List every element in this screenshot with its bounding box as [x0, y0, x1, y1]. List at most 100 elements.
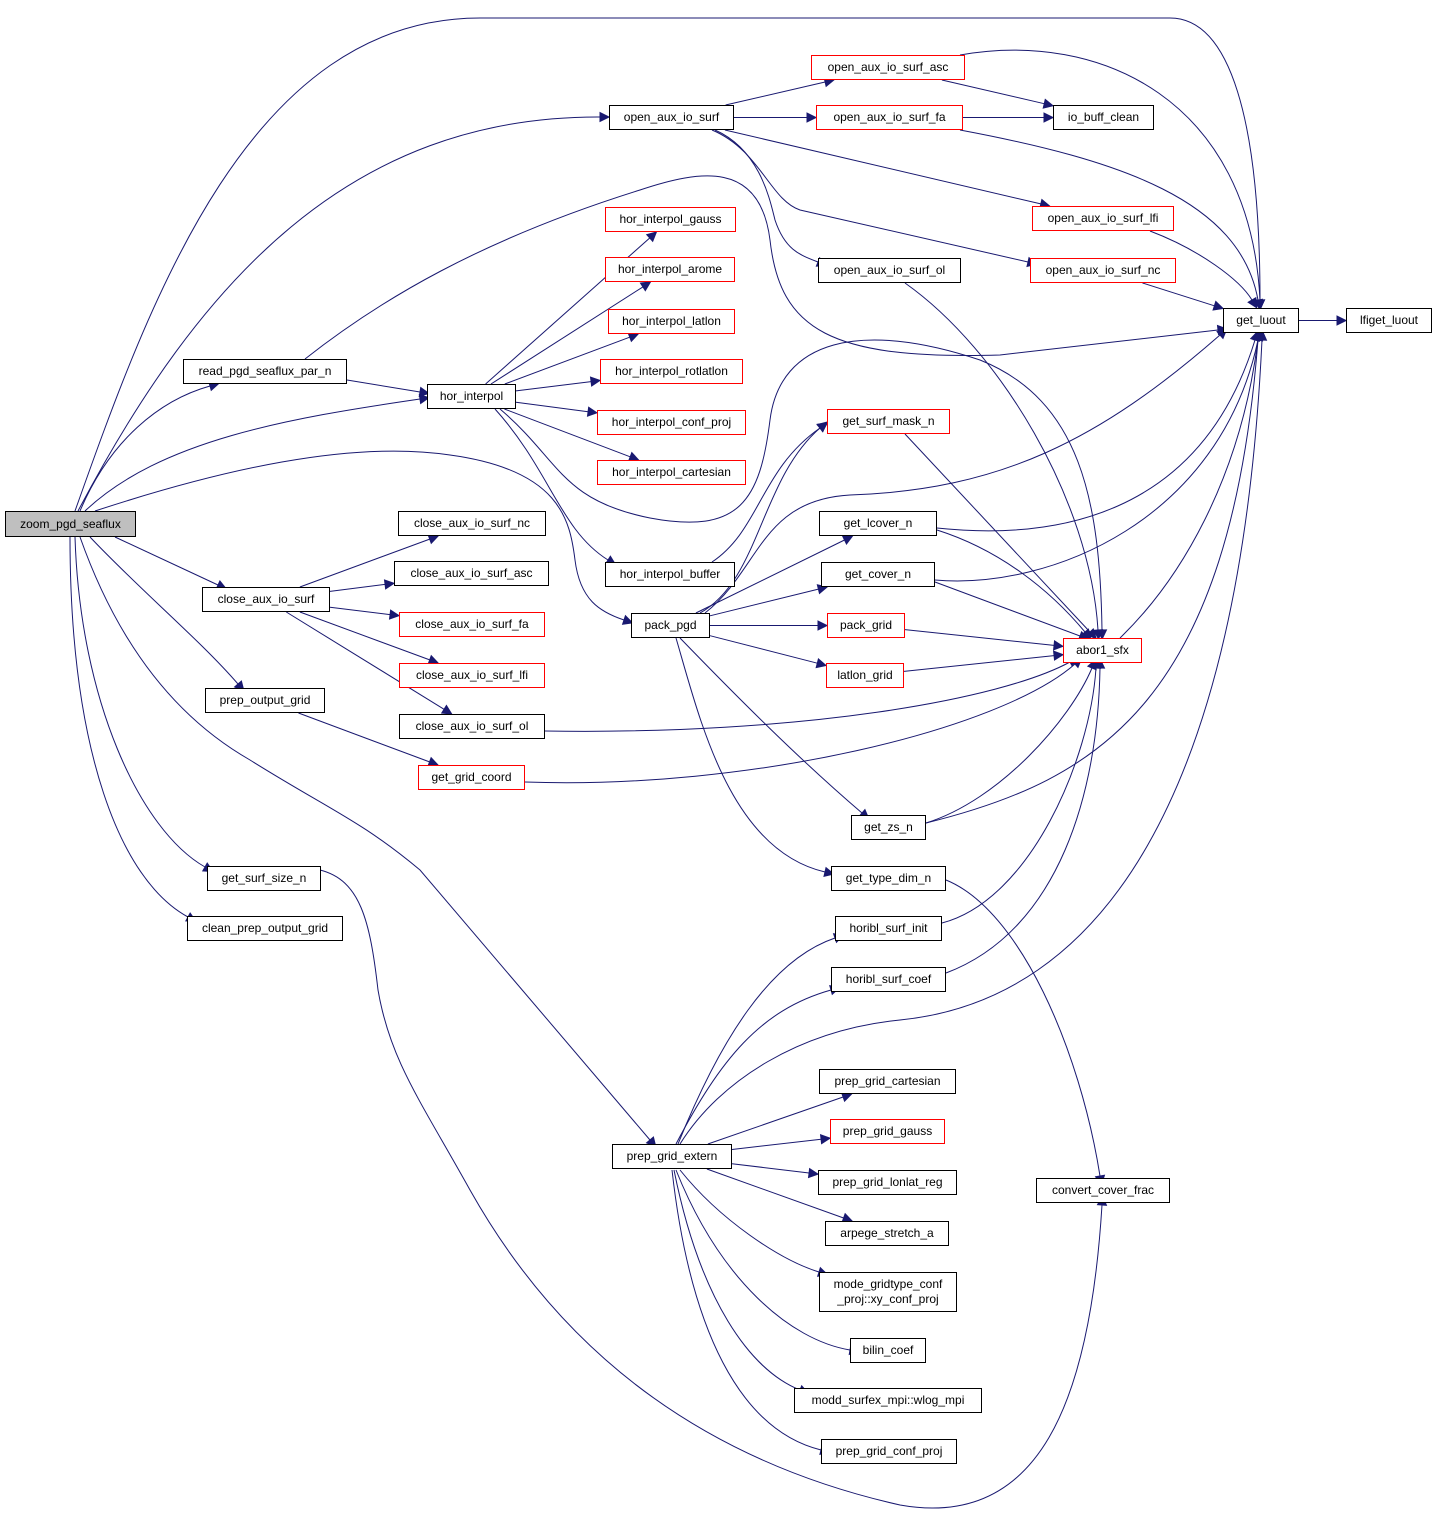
node-latlon-grid[interactable]: latlon_grid	[826, 663, 904, 688]
node-open-aux-io-surf-nc[interactable]: open_aux_io_surf_nc	[1030, 258, 1176, 283]
edge-hor-interpol-to-hor-interpol-cartesian	[504, 408, 631, 458]
node-hor-interpol-cartesian[interactable]: hor_interpol_cartesian	[597, 460, 746, 485]
edge-close-aux-io-surf-to-close-aux-io-surf-nc	[299, 538, 430, 588]
node-hor-interpol-gauss[interactable]: hor_interpol_gauss	[605, 207, 736, 232]
arrowhead-icon	[806, 112, 818, 123]
edge-zoom-pgd-seaflux-to-get-surf-size-n	[74, 536, 206, 868]
node-prep-grid-conf-proj[interactable]: prep_grid_conf_proj	[821, 1439, 957, 1464]
node-get-zs-n[interactable]: get_zs_n	[851, 815, 926, 840]
node-close-aux-io-surf-asc[interactable]: close_aux_io_surf_asc	[394, 561, 549, 586]
node-xy-conf-proj[interactable]: mode_gridtype_conf _proj::xy_conf_proj	[819, 1272, 957, 1312]
node-hor-interpol-conf-proj[interactable]: hor_interpol_conf_proj	[597, 410, 746, 435]
edge-pack-pgd-to-get-zs-n	[679, 637, 863, 814]
node-prep-grid-gauss[interactable]: prep_grid_gauss	[830, 1119, 945, 1144]
arrowhead-icon	[816, 421, 828, 433]
arrowhead-icon	[599, 111, 611, 123]
node-prep-grid-extern[interactable]: prep_grid_extern	[612, 1144, 732, 1169]
edge-get-surf-size-n-to-convert-cover-frac	[319, 869, 1103, 1509]
arrowhead-icon	[388, 609, 401, 620]
edge-zoom-pgd-seaflux-to-get-luout	[74, 17, 1261, 512]
node-pack-pgd[interactable]: pack_pgd	[631, 613, 710, 638]
node-prep-grid-cartesian[interactable]: prep_grid_cartesian	[819, 1069, 956, 1094]
node-get-grid-coord[interactable]: get_grid_coord	[418, 765, 525, 790]
edge-get-type-dim-n-to-convert-cover-frac	[945, 879, 1101, 1177]
edge-close-aux-io-surf-to-close-aux-io-surf-ol	[286, 611, 445, 710]
node-convert-cover-frac[interactable]: convert_cover_frac	[1036, 1178, 1170, 1203]
node-horibl-surf-init[interactable]: horibl_surf_init	[835, 916, 942, 941]
node-open-aux-io-surf-asc[interactable]: open_aux_io_surf_asc	[811, 55, 965, 80]
arrowhead-icon	[627, 332, 640, 343]
edge-hor-interpol-to-abor1-sfx	[499, 339, 1103, 631]
node-open-aux-io-surf-fa[interactable]: open_aux_io_surf_fa	[816, 105, 963, 130]
node-close-aux-io-surf-lfi[interactable]: close_aux_io_surf_lfi	[399, 663, 545, 688]
edge-get-cover-n-to-abor1-sfx	[934, 581, 1081, 637]
edge-pack-pgd-to-get-luout	[704, 334, 1221, 614]
node-read-pgd-seaflux-par-n[interactable]: read_pgd_seaflux_par_n	[183, 359, 347, 384]
node-open-aux-io-surf-ol[interactable]: open_aux_io_surf_ol	[818, 258, 961, 283]
arrowhead-icon	[645, 231, 658, 243]
edge-open-aux-io-surf-asc-to-io-buff-clean	[941, 79, 1045, 105]
node-hor-interpol[interactable]: hor_interpol	[427, 384, 516, 409]
arrowhead-icon	[1096, 629, 1108, 641]
node-hor-interpol-latlon[interactable]: hor_interpol_latlon	[608, 309, 735, 334]
arrowhead-icon	[1052, 650, 1065, 661]
node-close-aux-io-surf[interactable]: close_aux_io_surf	[202, 587, 330, 612]
edge-prep-grid-extern-to-prep-grid-conf-proj	[671, 1169, 822, 1451]
edge-get-lcover-n-to-abor1-sfx	[936, 529, 1086, 633]
edge-latlon-grid-to-abor1-sfx	[903, 655, 1055, 672]
node-get-surf-size-n[interactable]: get_surf_size_n	[207, 866, 321, 891]
edge-pack-pgd-to-get-surf-mask-n	[699, 427, 821, 614]
edge-pack-pgd-to-get-lcover-n	[695, 539, 845, 614]
node-arpege-stretch-a[interactable]: arpege_stretch_a	[825, 1221, 949, 1246]
node-get-type-dim-n[interactable]: get_type_dim_n	[831, 866, 946, 891]
edge-pack-pgd-to-get-cover-n	[709, 588, 819, 617]
node-wlog-mpi[interactable]: modd_surfex_mpi::wlog_mpi	[794, 1388, 982, 1413]
node-hor-interpol-rotlatlon[interactable]: hor_interpol_rotlatlon	[600, 359, 743, 384]
edge-hor-interpol-to-hor-interpol-conf-proj	[515, 401, 589, 413]
edge-abor1-sfx-to-get-luout	[1119, 339, 1259, 639]
arrowhead-icon	[383, 579, 396, 590]
edge-open-aux-io-surf-to-open-aux-io-surf-nc	[711, 129, 1029, 263]
node-close-aux-io-surf-nc[interactable]: close_aux_io_surf_nc	[398, 511, 546, 536]
edge-open-aux-io-surf-fa-to-get-luout	[959, 129, 1259, 301]
node-io-buff-clean[interactable]: io_buff_clean	[1053, 105, 1154, 130]
node-close-aux-io-surf-fa[interactable]: close_aux_io_surf_fa	[399, 612, 545, 637]
edge-zoom-pgd-seaflux-to-read-pgd-seaflux-par-n	[79, 385, 211, 512]
node-close-aux-io-surf-ol[interactable]: close_aux_io_surf_ol	[399, 714, 545, 739]
node-pack-grid[interactable]: pack_grid	[827, 613, 905, 638]
node-hor-interpol-buffer[interactable]: hor_interpol_buffer	[605, 562, 735, 587]
arrowhead-icon	[589, 376, 602, 387]
edge-prep-grid-extern-to-horibl-surf-init	[677, 937, 836, 1145]
node-hor-interpol-arome[interactable]: hor_interpol_arome	[605, 257, 735, 282]
arrowhead-icon	[1256, 329, 1268, 341]
arrowhead-icon	[841, 535, 854, 545]
node-prep-grid-lonlat-reg[interactable]: prep_grid_lonlat_reg	[818, 1170, 957, 1195]
node-get-lcover-n[interactable]: get_lcover_n	[819, 511, 937, 536]
node-clean-prep-output-grid[interactable]: clean_prep_output_grid	[187, 916, 343, 941]
node-bilin-coef[interactable]: bilin_coef	[850, 1338, 926, 1363]
arrowhead-icon	[1043, 112, 1055, 123]
edge-get-zs-n-to-abor1-sfx	[925, 667, 1093, 824]
edge-get-cover-n-to-get-luout	[934, 339, 1259, 582]
edge-prep-grid-extern-to-prep-grid-cartesian	[707, 1096, 844, 1145]
edge-close-aux-io-surf-to-close-aux-io-surf-fa	[329, 606, 391, 616]
node-horibl-surf-coef[interactable]: horibl_surf_coef	[831, 967, 946, 992]
node-abor1-sfx[interactable]: abor1_sfx	[1063, 638, 1142, 663]
node-get-luout[interactable]: get_luout	[1223, 308, 1299, 333]
node-open-aux-io-surf[interactable]: open_aux_io_surf	[609, 105, 734, 130]
arrowhead-icon	[427, 534, 440, 545]
node-get-cover-n[interactable]: get_cover_n	[821, 562, 935, 587]
edge-hor-interpol-to-hor-interpol-latlon	[504, 336, 630, 385]
node-lfiget-luout[interactable]: lfiget_luout	[1346, 308, 1432, 333]
node-prep-output-grid[interactable]: prep_output_grid	[205, 688, 325, 713]
edge-zoom-pgd-seaflux-to-close-aux-io-surf	[114, 536, 219, 586]
node-get-surf-mask-n[interactable]: get_surf_mask_n	[827, 409, 950, 434]
arrowhead-icon	[1212, 300, 1225, 311]
arrowhead-icon	[621, 614, 634, 625]
edge-prep-grid-extern-to-get-luout	[679, 339, 1263, 1145]
edge-hor-interpol-to-hor-interpol-arome	[490, 286, 644, 385]
arrowhead-icon	[815, 657, 828, 669]
edge-open-aux-io-surf-asc-to-get-luout	[959, 49, 1261, 301]
node-open-aux-io-surf-lfi[interactable]: open_aux_io_surf_lfi	[1032, 206, 1174, 231]
edge-prep-grid-extern-to-prep-grid-gauss	[731, 1138, 822, 1150]
